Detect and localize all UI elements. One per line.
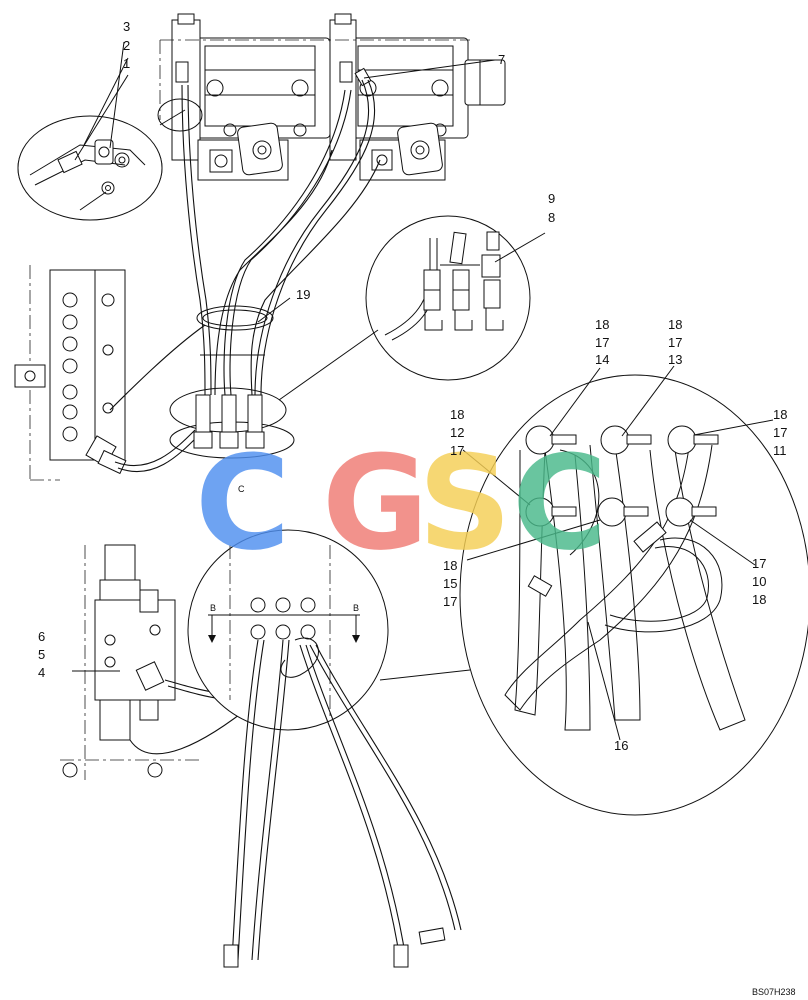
fitting-detail-right xyxy=(278,215,531,401)
callout-d2-1: 18 xyxy=(668,317,682,332)
callout-d1-3: 14 xyxy=(595,352,609,367)
callout-d6-2: 10 xyxy=(752,574,766,589)
drawing-code: BS07H238 xyxy=(752,987,796,997)
callout-d5-1: 18 xyxy=(443,558,457,573)
callout-16: 16 xyxy=(614,738,628,753)
callout-d3-3: 11 xyxy=(773,443,787,458)
callout-d1-1: 18 xyxy=(595,317,609,332)
hose-manifold-plate xyxy=(169,387,295,459)
control-valve-left xyxy=(14,265,127,481)
watermark-letter-3: S xyxy=(418,427,512,579)
hose-bundle-upper xyxy=(109,79,381,473)
watermark: C G S C xyxy=(195,427,607,579)
callout-d2-3: 13 xyxy=(668,352,682,367)
callout-d5-2: 15 xyxy=(443,576,457,591)
callout-d4-1: 18 xyxy=(450,407,464,422)
callout-7: 7 xyxy=(498,52,505,67)
callout-d3-1: 18 xyxy=(773,407,787,422)
callout-6: 6 xyxy=(38,629,45,644)
callout-d3-2: 17 xyxy=(773,425,787,440)
callout-d4-3: 17 xyxy=(450,443,464,458)
callout-d1-2: 17 xyxy=(595,335,609,350)
callout-2: 2 xyxy=(123,38,130,53)
callout-d5-3: 17 xyxy=(443,594,457,609)
callout-5: 5 xyxy=(38,647,45,662)
callout-3: 3 xyxy=(123,19,130,34)
callout-labels: 3 2 1 7 9 8 19 18 17 14 18 17 13 18 17 1… xyxy=(38,19,796,997)
leader-lines xyxy=(72,41,774,741)
hose-clamp-detail xyxy=(459,374,808,816)
watermark-letter-2: G xyxy=(322,427,429,579)
callout-1: 1 xyxy=(123,56,130,71)
watermark-letter-1: C xyxy=(195,427,290,579)
callout-d4-2: 12 xyxy=(450,425,464,440)
section-view-circle xyxy=(187,529,389,731)
pump-assembly xyxy=(159,13,506,181)
section-marker-right: B xyxy=(353,603,359,613)
callout-8: 8 xyxy=(548,210,555,225)
view-marker-c: C xyxy=(238,484,245,494)
fitting-detail-top-left xyxy=(17,98,203,221)
watermark-letter-4: C xyxy=(512,427,607,579)
callout-4: 4 xyxy=(38,665,45,680)
hose-bundle-lower xyxy=(223,639,471,968)
section-marker-left: B xyxy=(210,603,216,613)
control-valve-lower xyxy=(60,544,274,780)
callout-d6-1: 17 xyxy=(752,556,766,571)
callout-9: 9 xyxy=(548,191,555,206)
callout-19: 19 xyxy=(296,287,310,302)
callout-d6-3: 18 xyxy=(752,592,766,607)
callout-d2-2: 17 xyxy=(668,335,682,350)
